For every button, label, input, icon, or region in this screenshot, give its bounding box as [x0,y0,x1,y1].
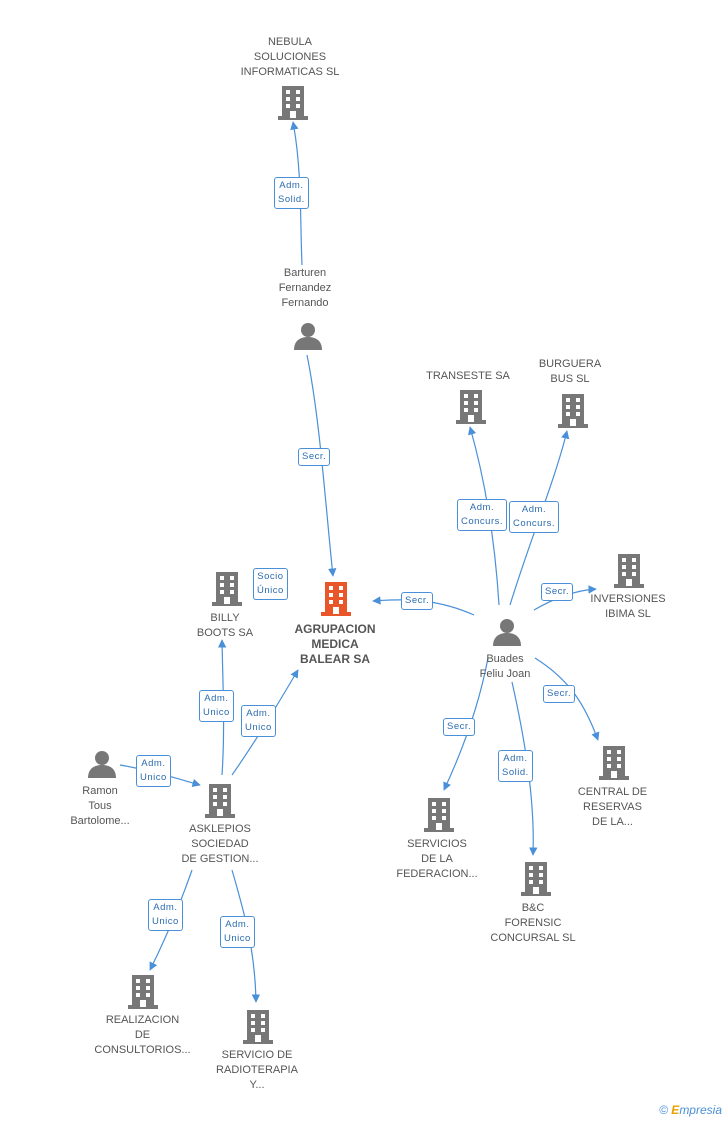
node-label[interactable]: ASKLEPIOS SOCIEDAD DE GESTION... [181,823,259,865]
node-nebula[interactable]: NEBULA SOLUCIONES INFORMATICAS SL [230,35,350,80]
node-label[interactable]: REALIZACION DE CONSULTORIOS... [94,1014,191,1056]
node-label[interactable]: INVERSIONES IBIMA SL [590,593,666,620]
node-radioterapia[interactable]: SERVICIO DE RADIOTERAPIA Y... [202,1048,312,1093]
relation-badge[interactable]: Secr. [298,448,331,466]
node-label[interactable]: CENTRAL DE RESERVAS DE LA... [577,786,648,828]
node-realizacion[interactable]: REALIZACION DE CONSULTORIOS... [85,1013,200,1058]
node-central[interactable]: CENTRAL DE RESERVAS DE LA... [565,785,660,830]
node-label[interactable]: B&C FORENSIC CONCURSAL SL [490,902,576,944]
node-barturen[interactable]: Barturen Fernandez Fernando [250,266,360,311]
building-icon[interactable] [558,394,588,433]
relation-badge[interactable]: Adm. Unico [148,899,183,931]
building-icon[interactable] [128,975,158,1014]
node-burguera[interactable]: BURGUERA BUS SL [525,357,615,387]
node-asklepios[interactable]: ASKLEPIOS SOCIEDAD DE GESTION... [165,822,275,867]
building-icon[interactable] [212,572,242,611]
relation-badge[interactable]: Adm. Unico [220,916,255,948]
main-building-icon[interactable] [321,582,351,621]
node-label[interactable]: TRANSESTE SA [426,370,510,382]
node-label[interactable]: Buades Feliu Joan [479,653,531,680]
node-agrupacion[interactable]: AGRUPACION MEDICA BALEAR SA [280,622,390,667]
node-bc[interactable]: B&C FORENSIC CONCURSAL SL [478,901,588,946]
relation-badge[interactable]: Adm. Unico [136,755,171,787]
building-icon[interactable] [456,390,486,429]
person-icon[interactable] [492,618,522,651]
brand-name: mpresia [679,1103,722,1117]
relation-badge[interactable]: Adm. Solid. [498,750,533,782]
node-label[interactable]: AGRUPACION MEDICA BALEAR SA [294,622,376,666]
node-ramon[interactable]: Ramon Tous Bartolome... [55,784,145,829]
relation-badge[interactable]: Adm. Concurs. [457,499,508,531]
node-inversiones[interactable]: INVERSIONES IBIMA SL [582,592,674,622]
empresia-logo[interactable]: © Empresia [659,1103,722,1117]
node-transeste[interactable]: TRANSESTE SA [418,369,518,384]
building-icon[interactable] [521,862,551,901]
building-icon[interactable] [278,86,308,125]
relation-badge[interactable]: Adm. Solid. [274,177,309,209]
copyright-symbol: © [659,1103,668,1117]
relation-badge[interactable]: Adm. Unico [199,690,234,722]
node-label[interactable]: NEBULA SOLUCIONES INFORMATICAS SL [240,36,340,78]
node-buades[interactable]: Buades Feliu Joan [460,652,550,682]
building-icon[interactable] [599,746,629,785]
building-icon[interactable] [614,554,644,593]
relation-badge[interactable]: Adm. Unico [241,705,276,737]
relation-badge[interactable]: Socio Único [253,568,288,600]
node-label[interactable]: BILLY BOOTS SA [196,612,254,639]
person-icon[interactable] [293,322,323,355]
node-label[interactable]: Barturen Fernandez Fernando [278,267,332,309]
relation-badge[interactable]: Secr. [543,685,576,703]
building-icon[interactable] [243,1010,273,1049]
node-billy[interactable]: BILLY BOOTS SA [180,611,270,641]
node-label[interactable]: BURGUERA BUS SL [538,358,602,385]
building-icon[interactable] [424,798,454,837]
building-icon[interactable] [205,784,235,823]
node-label[interactable]: SERVICIOS DE LA FEDERACION... [396,838,478,880]
node-label[interactable]: Ramon Tous Bartolome... [70,785,130,827]
relation-badge[interactable]: Secr. [401,592,434,610]
relation-badge[interactable]: Adm. Concurs. [509,501,560,533]
node-servicios[interactable]: SERVICIOS DE LA FEDERACION... [387,837,487,882]
person-icon[interactable] [87,750,117,783]
relation-badge[interactable]: Secr. [541,583,574,601]
node-label[interactable]: SERVICIO DE RADIOTERAPIA Y... [216,1049,298,1091]
relation-badge[interactable]: Secr. [443,718,476,736]
brand-initial: E [671,1103,680,1117]
